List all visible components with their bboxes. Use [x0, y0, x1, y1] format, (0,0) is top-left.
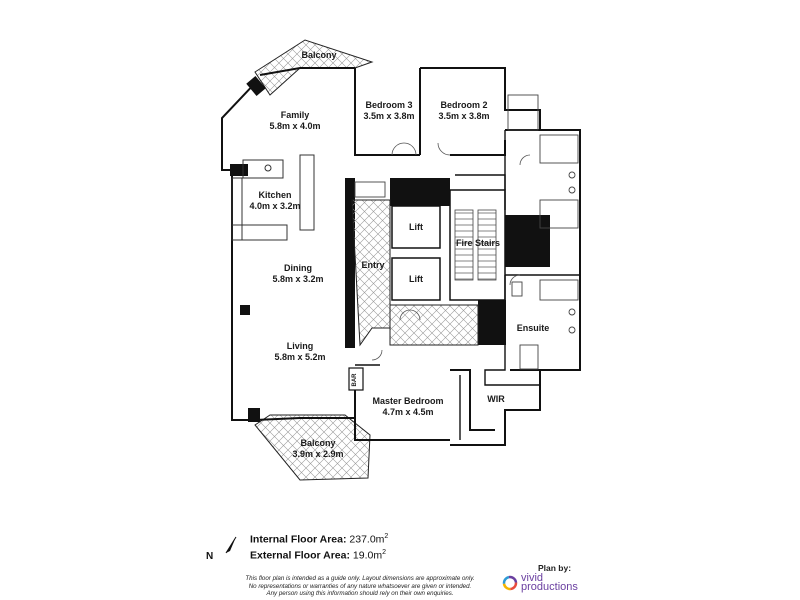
label-bar: BAR: [352, 373, 358, 387]
dims-master-bedroom: 4.7m x 4.5m: [382, 407, 433, 417]
dims-balcony-bottom: 3.9m x 2.9m: [292, 449, 343, 459]
doors: [371, 142, 531, 361]
dims-bedroom3: 3.5m x 3.8m: [363, 111, 414, 121]
internal-area-label: Internal Floor Area:: [250, 533, 347, 546]
external-area-value: 19.0m: [352, 549, 383, 562]
north-arrow-icon: [225, 536, 237, 554]
plan-by-label: Plan by:: [538, 563, 572, 573]
internal-area-unit: 2: [384, 533, 389, 540]
internal-floor-area: Internal Floor Area: 237.0m2: [250, 533, 388, 546]
internal-area-value: 237.0m: [349, 533, 385, 546]
dims-living: 5.8m x 5.2m: [274, 352, 325, 362]
disclaimer-line: Any person using this information should…: [266, 590, 454, 598]
brand-ring-icon: [502, 575, 518, 591]
label-bedroom2: Bedroom 2: [440, 100, 487, 110]
lift-shafts: [391, 205, 441, 301]
disclaimer-line: This floor plan is intended as a guide o…: [245, 575, 475, 582]
label-ensuite: Ensuite: [517, 323, 550, 333]
bar-unit: [348, 367, 364, 391]
label-bedroom3: Bedroom 3: [365, 100, 412, 110]
label-kitchen: Kitchen: [258, 190, 291, 200]
dims-dining: 5.8m x 3.2m: [272, 274, 323, 284]
disclaimer-line: No representations or warranties of any …: [248, 582, 472, 590]
kitchen-counters: [231, 154, 315, 241]
brand-logo: vivid productions: [502, 572, 578, 593]
label-lift-upper: Lift: [409, 222, 423, 232]
brand-name-bottom: productions: [521, 581, 578, 593]
label-master-bedroom: Master Bedroom: [372, 396, 443, 406]
brand-name: vivid productions: [521, 572, 578, 593]
disclaimer: This floor plan is intended as a guide o…: [150, 575, 570, 598]
north-label: N: [206, 551, 214, 562]
brand-name-top: vivid: [521, 572, 544, 584]
label-lift-lower: Lift: [409, 274, 423, 284]
label-dining: Dining: [284, 263, 312, 273]
label-family: Family: [281, 110, 310, 120]
dims-kitchen: 4.0m x 3.2m: [249, 201, 300, 211]
external-area-label: External Floor Area:: [250, 549, 350, 562]
fire-stairs: [449, 189, 506, 301]
dims-family: 5.8m x 4.0m: [269, 121, 320, 131]
label-living: Living: [287, 341, 314, 351]
bathroom-fixtures: [354, 94, 579, 370]
label-fire-stairs: Fire Stairs: [456, 238, 500, 248]
label-entry: Entry: [361, 260, 384, 270]
label-balcony-bottom: Balcony: [300, 438, 335, 448]
external-area-unit: 2: [382, 549, 386, 556]
label-wir: WIR: [487, 394, 505, 404]
label-balcony-top: Balcony: [301, 50, 336, 60]
external-floor-area: External Floor Area: 19.0m2: [250, 549, 386, 562]
balcony-bottom: [254, 414, 371, 481]
dims-bedroom2: 3.5m x 3.8m: [438, 111, 489, 121]
